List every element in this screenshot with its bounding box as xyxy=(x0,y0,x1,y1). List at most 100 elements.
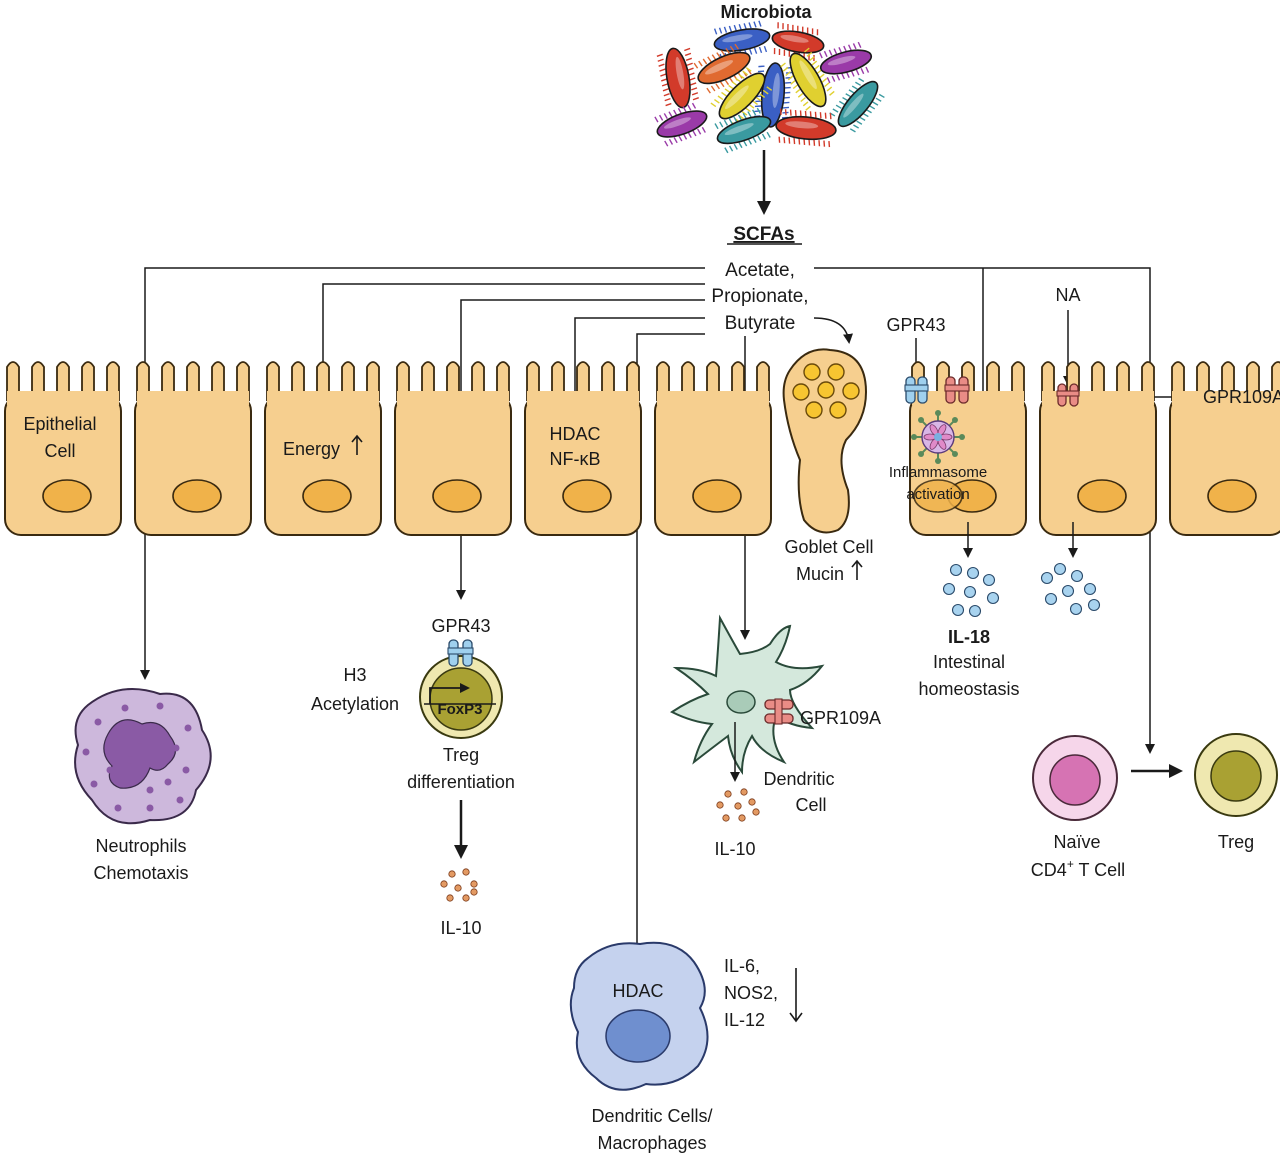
naive-cd4-t-cell xyxy=(1032,735,1118,821)
neutrophil-granule xyxy=(94,718,102,726)
il18-particle xyxy=(968,604,982,618)
il10-particle xyxy=(454,884,462,892)
scfa-butyrate: Butyrate xyxy=(725,313,796,334)
il18-particle xyxy=(966,566,980,580)
il10-particle xyxy=(440,880,448,888)
treg-precursor-cell xyxy=(419,639,503,739)
neutrophil-granule xyxy=(184,724,192,732)
gpr43-receptor-icon xyxy=(904,376,929,404)
dc-il10-particles xyxy=(716,788,760,822)
epithelium-layer xyxy=(4,348,1280,536)
bacterium-icon xyxy=(753,62,793,128)
bacterium-icon xyxy=(819,41,873,84)
acetylation-label: Acetylation xyxy=(311,694,399,714)
homeostasis-label: homeostasis xyxy=(918,679,1019,699)
il18-particle xyxy=(1053,562,1067,576)
butyrate-macrophage-inhibit-line xyxy=(636,333,705,968)
il10-particle xyxy=(724,790,732,798)
goblet-cell-label: Goblet Cell xyxy=(784,537,873,557)
bacterium-icon xyxy=(829,77,885,133)
mucin-granule xyxy=(817,381,835,399)
il6-label: IL-6, xyxy=(724,956,760,976)
na-gpr109a-receptor-icon xyxy=(1056,383,1080,407)
gpr109a-label: GPR109A xyxy=(1203,387,1280,407)
goblet-cell xyxy=(782,348,868,534)
cd4-sup: + xyxy=(1067,857,1074,871)
mucin-granule xyxy=(827,363,845,381)
inflammasome-label-2: activation xyxy=(906,486,969,503)
mucin-label: Mucin xyxy=(796,564,844,584)
gpr109a-receptor-icon xyxy=(944,376,970,404)
treg-il10-particles xyxy=(440,868,478,902)
neutrophil-cell xyxy=(74,688,212,825)
epithelial-cell-label-2: Cell xyxy=(44,441,75,461)
hdac-label: HDAC xyxy=(549,424,600,444)
il10-particle xyxy=(462,894,470,902)
foxp3-label: FoxP3 xyxy=(437,701,482,718)
epithelial-cell xyxy=(134,361,252,536)
acetate-to-neutrophils-line xyxy=(140,267,705,680)
neutrophil-granule xyxy=(126,756,134,764)
macrophages-label: Macrophages xyxy=(597,1133,706,1153)
gpr43-receptor-icon xyxy=(447,639,474,667)
il18-particle xyxy=(1040,571,1054,585)
bacterium-icon xyxy=(714,107,772,154)
il10-particle xyxy=(734,802,742,810)
inflammasome-icon xyxy=(911,410,965,464)
mucin-granule xyxy=(792,383,810,401)
il18-particle xyxy=(949,563,963,577)
neutrophil-granule xyxy=(164,778,172,786)
microbiota-label: Microbiota xyxy=(720,2,812,22)
il18-particle xyxy=(942,582,956,596)
dc-gpr109a-receptor-icon xyxy=(764,698,794,725)
bacterium-icon xyxy=(710,67,773,127)
neutrophil-granule xyxy=(121,704,129,712)
naive-label: Naïve xyxy=(1053,832,1100,852)
il18-particle xyxy=(1070,569,1084,583)
energy-up-arrow-icon xyxy=(351,434,363,455)
il10-particle xyxy=(740,788,748,796)
neutrophil-granule xyxy=(90,780,98,788)
macrophage-hdac-label: HDAC xyxy=(612,981,663,1001)
bacterium-icon xyxy=(656,47,699,109)
microbiota-bacteria-cluster xyxy=(654,20,885,154)
bacterium-icon xyxy=(775,108,837,148)
foxp3-promoter-arrow-icon xyxy=(429,683,470,704)
il10-particle xyxy=(716,801,724,809)
energy-label: Energy xyxy=(283,439,340,459)
neutrophil-granule xyxy=(182,766,190,774)
il18-particle xyxy=(982,573,996,587)
cd4-t-cell-label: CD4+ T Cell xyxy=(1031,857,1125,880)
il10-particle xyxy=(446,894,454,902)
macrophage-cell xyxy=(569,941,709,1091)
neutrophil-granule xyxy=(172,744,180,752)
acetate-to-tcell-line xyxy=(814,267,1155,754)
mucin-up-arrow-icon xyxy=(851,559,863,580)
butyrate-to-goblet-line xyxy=(813,317,853,344)
il10-particle xyxy=(470,888,478,896)
il10-particle xyxy=(748,798,756,806)
h3-label: H3 xyxy=(343,665,366,685)
nos2-label: NOS2, xyxy=(724,983,778,1003)
mucin-granule xyxy=(842,382,860,400)
bacterium-icon xyxy=(780,47,835,111)
neutrophil-granule xyxy=(156,702,164,710)
il10-particle xyxy=(470,880,478,888)
epithelial-cell xyxy=(1039,361,1157,536)
il10-particle xyxy=(722,814,730,822)
bacterium-icon xyxy=(654,102,708,147)
treg-il10-label: IL-10 xyxy=(440,918,481,938)
neutrophils-label: Neutrophils xyxy=(95,836,186,856)
dc-gpr109a-label: GPR109A xyxy=(800,708,881,728)
il18-particle xyxy=(1087,598,1101,612)
treg-final-label: Treg xyxy=(1218,832,1254,852)
chemotaxis-label: Chemotaxis xyxy=(93,863,188,883)
il18-particle xyxy=(951,603,965,617)
il12-label: IL-12 xyxy=(724,1010,765,1030)
il10-particle xyxy=(752,808,760,816)
neutrophil-granule xyxy=(146,804,154,812)
gpr43-label: GPR43 xyxy=(886,315,945,335)
treg-gpr43-label: GPR43 xyxy=(431,616,490,636)
nfkb-label: NF-κB xyxy=(550,449,601,469)
